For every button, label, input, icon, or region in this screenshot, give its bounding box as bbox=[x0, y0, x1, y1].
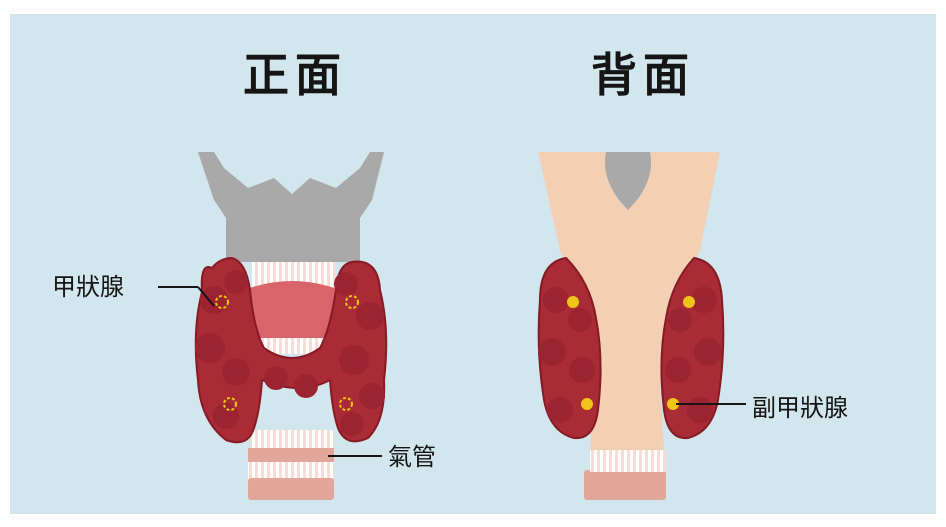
parathyroid-upper-left bbox=[567, 296, 579, 308]
front-view-title: 正面 bbox=[200, 40, 390, 110]
parathyroid-upper-right bbox=[683, 296, 695, 308]
trachea-label: 氣管 bbox=[388, 442, 436, 472]
front-view bbox=[195, 152, 386, 500]
front-thyroid-cartilage bbox=[198, 152, 384, 262]
front-trachea bbox=[248, 430, 334, 500]
parathyroid-label: 副甲狀腺 bbox=[752, 393, 848, 423]
back-view bbox=[538, 152, 723, 500]
parathyroid-lower-left bbox=[581, 398, 593, 410]
thyroid-label: 甲狀腺 bbox=[52, 272, 124, 302]
back-view-title: 背面 bbox=[548, 40, 738, 110]
